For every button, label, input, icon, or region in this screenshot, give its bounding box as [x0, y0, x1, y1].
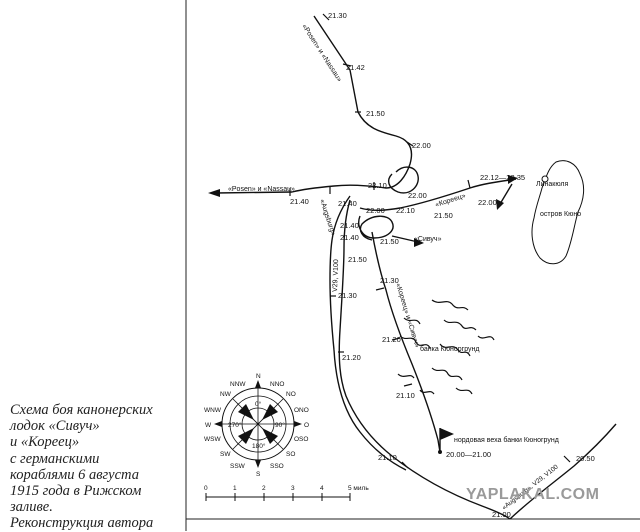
compass-sw: SW — [220, 451, 231, 458]
caption-line: с германскими — [10, 450, 100, 467]
compass-w: W — [205, 422, 212, 429]
compass-east-arrow-icon — [294, 421, 302, 427]
arrow-koreets-south — [496, 199, 504, 210]
caption-line: Реконструкция автора — [10, 515, 154, 532]
time-2050: 20.50 — [576, 454, 595, 463]
compass-north-arrow-icon — [255, 380, 261, 388]
compass-180deg: 180° — [252, 442, 266, 450]
time-2120-a: 21.20 — [382, 335, 401, 344]
caption-line: Схема боя канонерских — [10, 402, 153, 418]
time-range-2000-2100: 20.00—21.00 — [446, 450, 491, 459]
compass-so: SO — [286, 451, 295, 458]
compass-west-arrow-icon — [214, 421, 222, 427]
compass-oso: OSO — [294, 436, 308, 443]
arrow-koreets — [508, 175, 518, 184]
time-2150-c: 21.50 — [380, 237, 399, 246]
label-island: остров Кюно — [540, 211, 581, 218]
time-2140-a: 21.40 — [290, 197, 309, 206]
bank-kyunorgrund-shoals — [397, 299, 495, 395]
caption-line: и «Кореец» — [10, 434, 80, 451]
label-north-buoy: нордовая веха банки Кюногрунд — [454, 436, 559, 444]
compass-south-arrow-icon — [255, 460, 261, 468]
compass-n: N — [256, 373, 261, 380]
scale-tick-1: 1 — [233, 485, 237, 492]
compass-nw: NW — [220, 391, 232, 398]
caption-line: заливе. — [10, 499, 53, 516]
time-2200-d: 22.00 — [478, 198, 497, 207]
scale-tick-2: 2 — [262, 485, 266, 492]
track-ticks — [289, 13, 571, 469]
watermark-text: YAPLAKAL.COM — [466, 486, 600, 503]
time-2150-b: 21.50 — [434, 211, 453, 220]
track-west-south — [333, 349, 407, 471]
time-2120-b: 21.20 — [342, 353, 361, 362]
time-2130-c: 21.30 — [338, 291, 357, 300]
scale-tick-5: 5 миль — [348, 485, 369, 492]
compass-90deg: 90° — [275, 421, 285, 429]
compass-270deg: 270° — [228, 421, 242, 429]
time-2100: 21.00 — [492, 510, 511, 519]
compass-wsw: WSW — [204, 436, 221, 443]
scale-bar: 0 1 2 3 4 5 миль — [204, 485, 369, 501]
compass-sso: SSO — [270, 463, 284, 470]
time-2200-c: 22.00 — [366, 206, 385, 215]
caption-line: 1915 года в Рижском — [10, 483, 142, 500]
time-2210-b: 22.10 — [396, 206, 415, 215]
compass-ssw: SSW — [230, 463, 246, 470]
arrow-posen-nassau — [208, 189, 220, 197]
track-koreets-south — [499, 183, 513, 205]
label-posen-nassau-left: «Posen» и «Nassau» — [228, 186, 295, 193]
label-sivuch: «Сивуч» — [414, 236, 442, 243]
compass-nnw: NNW — [230, 381, 246, 388]
label-augsburg: «Augsburg» — [318, 198, 336, 236]
track-sivuch-koreets — [371, 231, 441, 453]
compass-s: S — [256, 471, 261, 478]
figure-caption: Схема боя канонерских лодок «Сивуч» и «К… — [10, 402, 195, 532]
label-v29-v100: V29, V100 — [332, 259, 340, 292]
time-2150-d: 21.50 — [348, 255, 367, 264]
north-buoy-flag-icon — [438, 428, 454, 454]
compass-wnw: WNW — [204, 407, 222, 414]
scale-tick-4: 4 — [320, 485, 324, 492]
time-2142: 21.42 — [346, 63, 365, 72]
label-bank: банка Кюноргрунд — [420, 345, 479, 353]
track-v29-v100 — [338, 199, 511, 520]
time-2150: 21.50 — [366, 109, 385, 118]
island-kyuno — [531, 160, 585, 265]
time-2140-c: 21.40 — [340, 221, 359, 230]
time-2200-a: 22.00 — [412, 141, 431, 150]
compass-no: NO — [286, 391, 296, 398]
time-2130-b: 21.30 — [380, 276, 399, 285]
scale-tick-0: 0 — [204, 485, 208, 492]
track-augsburg-bottom — [509, 423, 617, 520]
arrow-sivuch — [414, 238, 424, 247]
time-range-2212-2235: 22.12—22.35 — [480, 173, 525, 182]
time-2210-a: 22.10 — [368, 181, 387, 190]
scale-tick-3: 3 — [291, 485, 295, 492]
caption-line: лодок «Сивуч» — [10, 418, 100, 435]
time-2130: 21.30 — [328, 11, 347, 20]
time-2110-b: 21.10 — [378, 453, 397, 462]
compass-ono: ONO — [294, 407, 309, 414]
track-loop-2210 — [387, 166, 419, 194]
linakyula-marker — [541, 175, 549, 183]
label-posen-nassau-top: «Posen» и «Nassau» — [300, 23, 342, 83]
track-augsburg — [329, 195, 351, 351]
compass-nno: NNO — [270, 381, 284, 388]
time-2200-b: 22.00 — [408, 191, 427, 200]
compass-o: O — [304, 422, 309, 429]
time-2140-d: 21.40 — [340, 233, 359, 242]
time-2140-b: 21.40 — [338, 199, 357, 208]
compass-0deg: 0° — [255, 400, 262, 408]
track-posen-nassau — [215, 15, 413, 194]
track-koreets — [359, 179, 511, 211]
time-2110-a: 21.10 — [396, 391, 415, 400]
compass-rose: N S O W NNO NNW NO NW ONO WNW OSO WSW SO… — [204, 373, 309, 478]
track-sivuch-east — [391, 235, 419, 243]
caption-line: кораблями 6 августа — [10, 466, 139, 483]
label-linakyula: Линакюля — [536, 181, 569, 188]
track-sivuch-loop — [358, 215, 394, 241]
